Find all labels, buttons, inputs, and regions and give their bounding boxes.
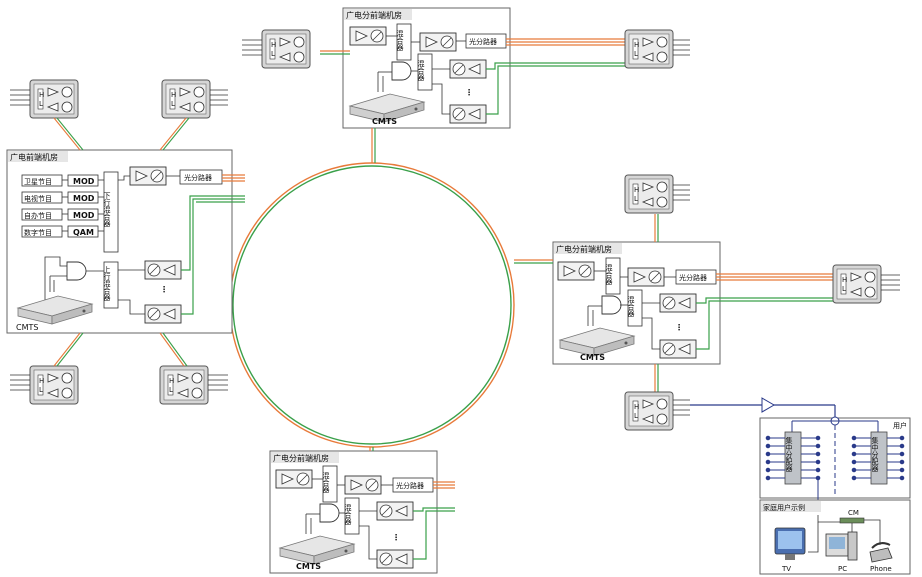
phone-icon: [869, 542, 893, 563]
central-amp-label: 集中分配器: [871, 436, 879, 473]
program-name: 数字节目: [24, 228, 52, 237]
optical-node: [624, 29, 690, 69]
pc-label: PC: [838, 565, 847, 573]
sub-title: 广电分前端机房: [346, 10, 402, 20]
optical-node: [159, 365, 228, 405]
cmts-label: CMTS: [296, 562, 321, 571]
mixer-label: 混合器: [417, 59, 425, 82]
sub-title: 广电分前端机房: [556, 244, 612, 254]
sub-headend-top: 广电分前端机房 混合器 光分路器 混合器 ⋮ CMTS: [320, 7, 625, 163]
program-name: 自办节目: [24, 211, 52, 220]
amplifier-icon: [761, 397, 775, 413]
program-name: 电视节目: [24, 194, 52, 203]
tv-label: TV: [781, 565, 791, 573]
optical-node: [832, 264, 900, 304]
fiber-ring: [229, 162, 515, 448]
sub-headend-right: 广电分前端机房 混合器 光分路器 混合器 ⋮ CMTS: [514, 214, 833, 392]
hub-headend: 广电前端机房 卫星节目 MOD 电视节目 MOD 自办节目 MOD 数字节目 Q…: [6, 149, 245, 334]
home-title: 家庭用户示例: [763, 503, 805, 512]
optical-node: [624, 174, 690, 214]
pc-icon: [825, 531, 858, 561]
optical-node: [624, 391, 690, 431]
cmts-label: CMTS: [372, 117, 397, 126]
sub-title: 广电分前端机房: [273, 453, 329, 463]
hub-title: 广电前端机房: [10, 152, 58, 162]
program-list: 卫星节目 MOD 电视节目 MOD 自办节目 MOD 数字节目 QAM: [21, 174, 104, 238]
user-distribution: 用户 集中分配器 集中分配器: [690, 397, 911, 515]
sub-headend-bottom: 广电分前端机房 混合器 光分路器 混合器 ⋮ CMTS: [269, 447, 455, 574]
splitter-label: 光分路器: [396, 481, 424, 490]
cable-modem-icon: [839, 517, 865, 524]
central-distributor: 集中分配器: [784, 431, 802, 485]
optical-node: [10, 365, 79, 405]
program-mod: MOD: [73, 177, 95, 186]
mixer-label: 混合器: [322, 471, 330, 494]
cm-label: CM: [848, 509, 859, 517]
program-name: 卫星节目: [24, 178, 52, 186]
program-mod: MOD: [73, 194, 95, 203]
phone-label: Phone: [870, 565, 892, 573]
mixer-label: 混合器: [627, 295, 635, 318]
central-distributor: 集中分配器: [870, 431, 888, 485]
home-example: 家庭用户示例 CM TV PC Phone: [759, 499, 911, 575]
mixer-label: 混合器: [344, 503, 352, 526]
optical-node: [242, 29, 311, 69]
cmts-label: CMTS: [580, 353, 605, 362]
splitter-label: 光分路器: [184, 173, 212, 182]
central-amp-label: 集中分配器: [785, 436, 793, 473]
splitter-label: 光分路器: [469, 37, 497, 46]
tv-icon: [774, 527, 806, 560]
mixer-label: 混合器: [396, 29, 404, 52]
svg-text:⋮: ⋮: [675, 323, 683, 332]
optical-node: [161, 79, 228, 119]
optical-node: [10, 79, 79, 119]
svg-text:⋮: ⋮: [465, 88, 473, 97]
down-mixer-label: 下行混合器: [103, 192, 111, 228]
mixer-label: 混合器: [605, 263, 613, 286]
up-mixer-label: 上行混合器: [103, 265, 111, 302]
svg-text:⋮: ⋮: [160, 285, 168, 294]
svg-text:⋮: ⋮: [392, 533, 400, 542]
program-mod: MOD: [73, 211, 95, 220]
splitter-label: 光分路器: [679, 273, 707, 282]
cmts-label: CMTS: [16, 323, 38, 332]
program-mod: QAM: [73, 228, 94, 237]
users-label: 用户: [893, 421, 907, 430]
